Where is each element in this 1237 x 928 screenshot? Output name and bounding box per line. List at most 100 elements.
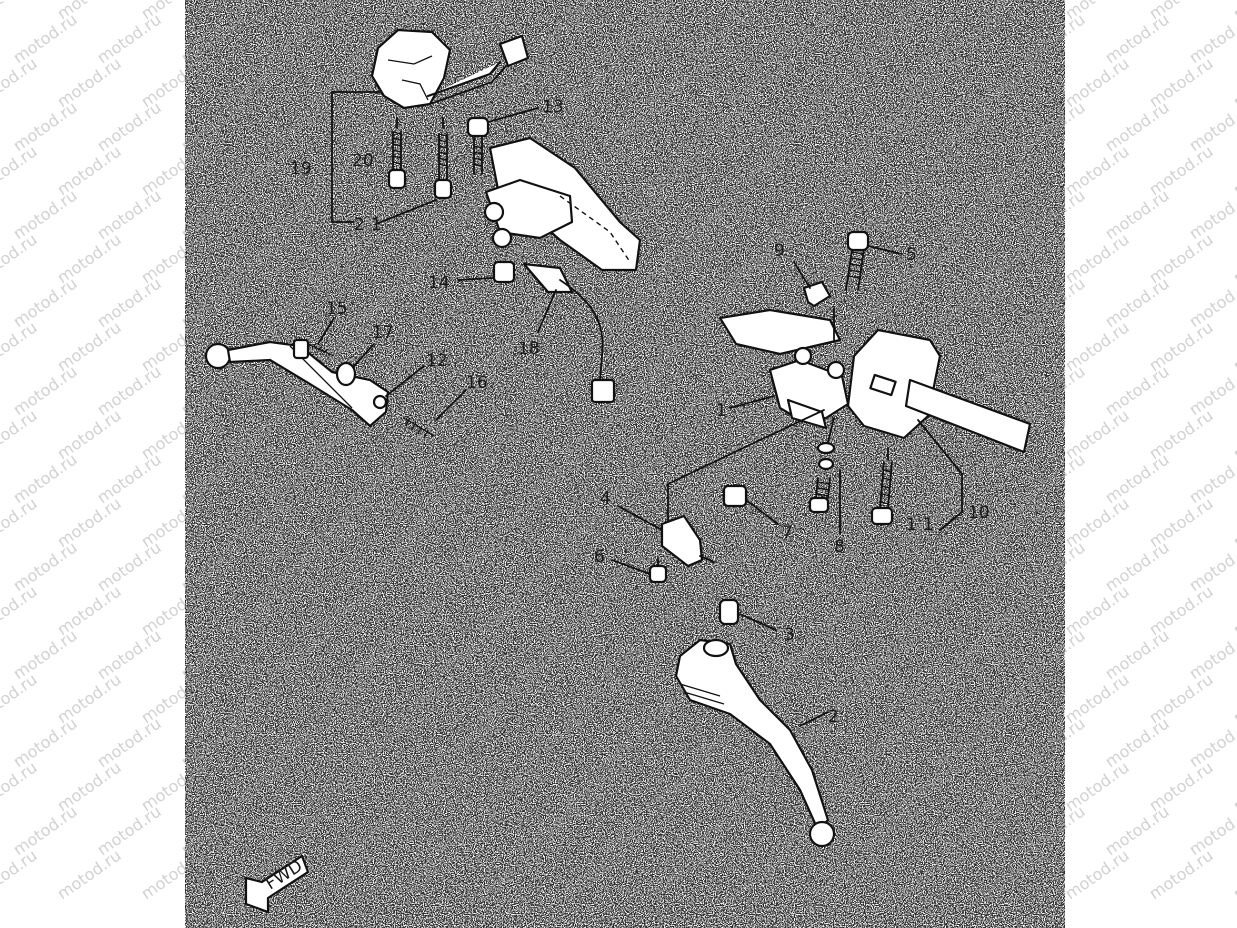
watermark-text: motod.ru [1186,802,1237,860]
watermark-text: motod.ru [0,758,41,816]
watermark-text: motod.ru [1186,450,1237,508]
watermark-text: motod.ru [10,274,81,332]
watermark-text: motod.ru [1102,186,1173,244]
watermark-text: motod.ru [0,846,41,904]
watermark-text: motod.ru [1230,582,1237,640]
watermark-text: motod.ru [1230,406,1237,464]
left-switch-housing [370,28,530,110]
watermark-text: motod.ru [10,802,81,860]
watermark-text: motod.ru [1102,714,1173,772]
watermark-text: motod.ru [1230,54,1237,112]
watermark-text: motod.ru [1186,98,1237,156]
watermark-text: motod.ru [10,450,81,508]
watermark-text: motod.ru [1186,714,1237,772]
watermark-text: motod.ru [1230,670,1237,728]
callout-11: 11 [906,515,940,535]
watermark-text: motod.ru [0,494,41,552]
callout-20: 20 [352,151,374,171]
callout-19: 19 [290,159,312,179]
watermark-text: motod.ru [1102,362,1173,420]
master-cylinder-1 [768,346,850,430]
watermark-text: motod.ru [1062,846,1133,904]
watermark-text: motod.ru [94,10,165,68]
watermark-text: motod.ru [94,714,165,772]
pin-3 [718,598,740,626]
watermark-text: motod.ru [1102,10,1173,68]
watermark-text: motod.ru [1102,626,1173,684]
watermark-text: motod.ru [1186,274,1237,332]
screw-21 [433,117,453,200]
watermark-text: motod.ru [94,450,165,508]
callout-10: 10 [968,503,990,523]
screw-11 [870,447,894,526]
watermark-text: motod.ru [10,186,81,244]
bolt-13 [466,116,490,175]
callout-3: 3 [784,625,795,645]
watermark-text: motod.ru [0,318,41,376]
watermark-text: motod.ru [0,54,41,112]
watermark-text: motod.ru [10,626,81,684]
nut-14 [492,260,516,284]
watermark-text: motod.ru [1186,538,1237,596]
watermark-text: motod.ru [1230,494,1237,552]
fwd-arrow-icon [244,854,310,914]
watermark-text: motod.ru [94,274,165,332]
watermark-text: motod.ru [0,582,41,640]
brake-lever [674,638,836,848]
callout-9: 9 [774,241,785,261]
nut-7 [722,484,748,508]
bolt-15 [292,338,335,360]
bushing-17 [335,361,357,387]
callout-5: 5 [906,245,917,265]
watermark-text: motod.ru [94,538,165,596]
watermark-text: motod.ru [1102,450,1173,508]
watermark-text: motod.ru [94,186,165,244]
callout-1: 1 [716,401,727,421]
watermark-text: motod.ru [0,0,41,23]
watermark-text: motod.ru [54,846,125,904]
watermark-text: motod.ru [1230,230,1237,288]
callout-2: 2 [828,707,839,727]
callout-labels: 1 2 3 4 5 6 7 8 9 10 11 12 13 14 15 16 1… [290,97,990,727]
watermark-text: motod.ru [1186,186,1237,244]
callout-21: 21 [354,215,388,235]
watermark-text: motod.ru [1186,10,1237,68]
callout-4: 4 [600,489,611,509]
callout-6: 6 [594,547,605,567]
watermark-text: motod.ru [0,230,41,288]
callout-16: 16 [466,373,488,393]
callout-13: 13 [542,97,564,117]
callout-18: 18 [518,339,540,359]
watermark-text: motod.ru [94,802,165,860]
watermark-text: motod.ru [10,362,81,420]
watermark-text: motod.ru [1102,802,1173,860]
callout-14: 14 [428,273,450,293]
watermark-text: motod.ru [0,670,41,728]
watermark-text: motod.ru [1230,758,1237,816]
watermark-text: motod.ru [1230,846,1237,904]
switch-18 [522,262,616,404]
washer-8 [808,441,836,514]
callout-17: 17 [372,323,394,343]
watermark-text: motod.ru [1102,274,1173,332]
watermark-text: motod.ru [1230,318,1237,376]
screw-16 [403,417,435,439]
watermark-text: motod.ru [1186,362,1237,420]
watermark-text: motod.ru [1186,626,1237,684]
screw-5 [845,230,870,291]
watermark-text: motod.ru [94,98,165,156]
watermark-text: motod.ru [94,362,165,420]
lever-holder-left [483,136,642,272]
watermark-text: motod.ru [0,406,41,464]
watermark-text: motod.ru [1102,98,1173,156]
watermark-text: motod.ru [10,98,81,156]
screw-20 [387,117,407,190]
watermark-text: motod.ru [94,626,165,684]
callout-8: 8 [834,537,845,557]
watermark-text: motod.ru [1102,538,1173,596]
watermark-text: motod.ru [10,714,81,772]
watermark-text: motod.ru [0,142,41,200]
callout-7: 7 [782,523,793,543]
watermark-text: motod.ru [10,10,81,68]
